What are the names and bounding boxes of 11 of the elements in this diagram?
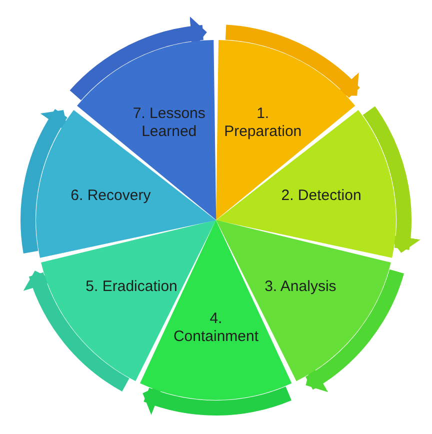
curved-arrow: [305, 268, 404, 391]
curved-arrow: [224, 24, 360, 98]
segment-label: 7. Lessons Learned: [132, 104, 206, 141]
curved-arrow: [24, 270, 130, 392]
segment-label: 5. Eradication: [86, 278, 178, 296]
segment-label: 3. Analysis: [264, 278, 338, 296]
segment-label: 6. Recovery: [70, 186, 152, 205]
segment-label: 1. Preparation: [223, 104, 303, 141]
segment-label: 2. Detection: [280, 186, 362, 205]
segment-label: 4. Containment: [172, 310, 260, 346]
curved-arrow: [20, 109, 70, 253]
